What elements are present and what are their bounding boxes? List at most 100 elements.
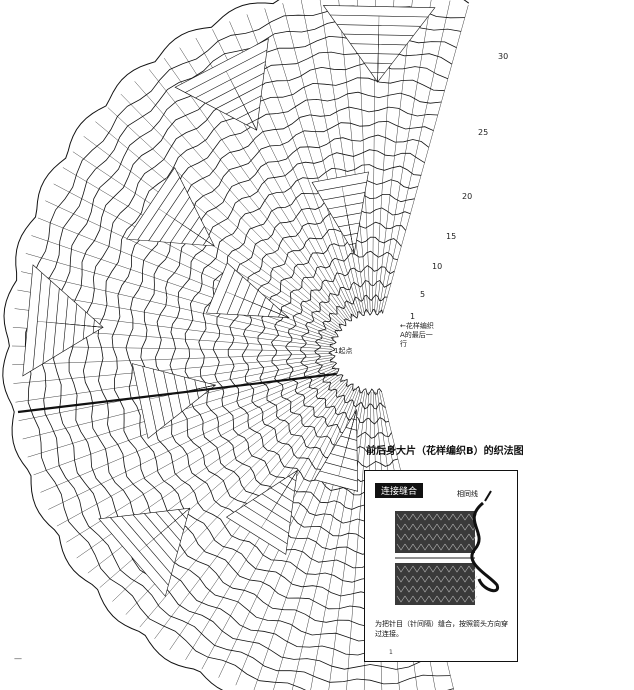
pineapple-grid-line [341, 186, 355, 254]
fabric-stitch [436, 565, 446, 573]
stitch-spoke [282, 3, 363, 314]
stitch-spoke [376, 0, 413, 313]
pineapple-motif [174, 38, 269, 131]
fabric-stitch [404, 533, 414, 541]
fabric-stitch [396, 575, 406, 583]
fabric-stitch [428, 565, 438, 573]
fabric-bottom-block [395, 563, 475, 605]
fabric-stitch [468, 565, 478, 573]
pineapple-grid-line [158, 208, 215, 247]
stitch-spoke [134, 81, 346, 323]
fabric-stitch [444, 595, 454, 603]
fabric-stitch [444, 523, 454, 531]
stitch-spoke [264, 8, 361, 314]
fabric-stitch [404, 595, 414, 603]
stitch-spoke [300, 0, 365, 313]
pineapple-grid-line [226, 71, 257, 131]
stitch-spoke [21, 271, 334, 344]
stitch-spoke [378, 0, 432, 313]
fabric-stitch [420, 533, 430, 541]
pineapple-grid-line [139, 508, 190, 552]
fabric-stitch [460, 565, 470, 573]
fabric-stitch [468, 533, 478, 541]
fabric-stitch [412, 533, 422, 541]
fabric-stitch [460, 543, 470, 551]
joining-inset: 连接缝合 相同线 为把针目（针间隔）缝合，按照箭头方向穿过连接。 1 [364, 470, 518, 662]
stitch-spoke [338, 0, 369, 313]
fabric-stitch [404, 575, 414, 583]
fabric-stitch [420, 575, 430, 583]
pineapple-grid-line [377, 15, 380, 83]
row-label-end: ←花样编织A的最后一行 [400, 322, 434, 348]
pineapple-grid-line [338, 409, 357, 477]
inset-caption: 为把针目（针间隔）缝合，按照箭头方向穿过连接。 [375, 620, 508, 638]
fabric-stitch [412, 595, 422, 603]
stitch-spoke [246, 14, 359, 315]
fabric-stitch [436, 575, 446, 583]
thread-loop [470, 501, 500, 593]
fabric-stitch [420, 565, 430, 573]
stitch-spoke [380, 0, 451, 314]
pineapple-grid-line [216, 269, 236, 314]
fabric-stitch [396, 585, 406, 593]
fabric-stitch [444, 543, 454, 551]
stitch-spoke [382, 5, 469, 314]
pineapple-grid-line [185, 49, 268, 93]
inset-title: 连接缝合 [375, 483, 424, 498]
stitch-spoke [235, 388, 358, 686]
fabric-stitch [404, 565, 414, 573]
fabric-stitch [396, 533, 406, 541]
row-number-label: 10 [432, 262, 443, 271]
fabric-stitch [396, 595, 406, 603]
pineapple-motif [22, 264, 104, 377]
center-divider-line [17, 372, 337, 414]
row-number-label: 5 [420, 290, 426, 299]
pineapple-motif [311, 171, 369, 255]
fabric-stitch [428, 575, 438, 583]
fabric-stitch [444, 575, 454, 583]
fabric-stitch [428, 595, 438, 603]
fabric-stitch [436, 585, 446, 593]
fabric-stitch [404, 523, 414, 531]
fabric-stitch [452, 565, 462, 573]
fabric-stitch [468, 585, 478, 593]
fabric-stitch [412, 585, 422, 593]
fabric-stitch [428, 543, 438, 551]
fabric-stitch [452, 595, 462, 603]
pineapple-motif [314, 408, 359, 492]
fabric-stitch [412, 575, 422, 583]
fabric-stitch [452, 513, 462, 521]
fabric-stitch [428, 513, 438, 521]
fabric-stitch [420, 523, 430, 531]
stitch-spoke [33, 365, 335, 476]
fabric-stitch [460, 585, 470, 593]
fabric-top-block [395, 511, 475, 553]
stitch-spoke [83, 136, 341, 329]
stitch-spoke [31, 235, 335, 340]
stitch-spoke [13, 355, 333, 384]
fabric-stitch [460, 595, 470, 603]
fabric-stitch [460, 575, 470, 583]
stitch-spoke [53, 183, 337, 334]
pineapple-outline [22, 264, 104, 377]
fabric-stitch [444, 533, 454, 541]
stitch-spoke [95, 121, 342, 327]
fabric-stitch [452, 523, 462, 531]
fabric-stitch [412, 543, 422, 551]
needle-icon [484, 490, 492, 502]
pineapple-grid-line [142, 366, 157, 432]
pineapple-grid-line [317, 181, 367, 192]
stitch-spoke [56, 371, 338, 527]
row-label-start: 1起点 [334, 347, 353, 355]
fabric-stitch [396, 543, 406, 551]
fabric-stitch [444, 585, 454, 593]
stitch-spoke [12, 353, 333, 365]
pineapple-motif [206, 262, 290, 319]
joining-illustration [395, 490, 500, 605]
fabric-stitch [396, 523, 406, 531]
fabric-stitch [428, 523, 438, 531]
stitch-spoke [346, 391, 370, 690]
fabric-stitch [436, 513, 446, 521]
fabric-stitch [452, 585, 462, 593]
pineapple-grid-line [37, 321, 104, 328]
